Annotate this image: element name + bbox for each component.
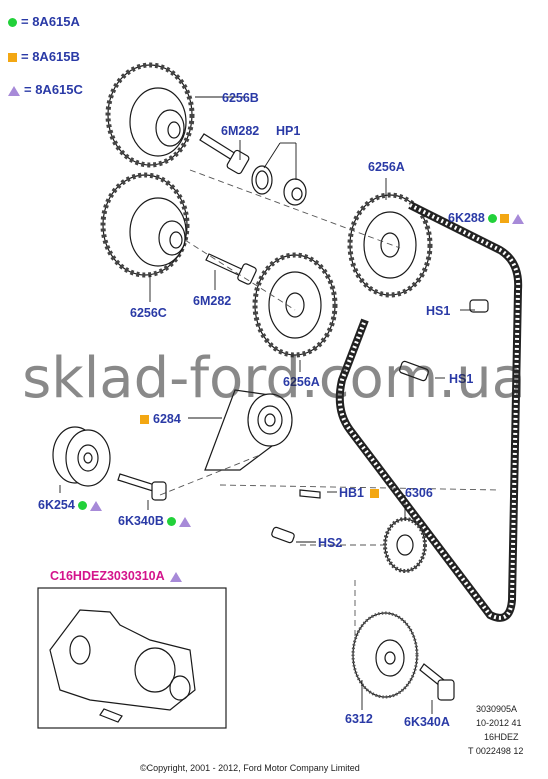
crankshaft-sprocket-6306 [383,517,427,573]
purple-triangle-icon [169,571,182,582]
label-6k340b: 6K340B [118,514,191,528]
orange-square-icon [499,214,509,224]
crankshaft-pulley-6312 [351,611,419,699]
idler-pulley-6k254 [52,426,111,487]
orange-square-icon [8,53,17,63]
legend-8a615a: = 8A615A [8,14,80,29]
tensioner-6284 [204,389,293,471]
label-6284: 6284 [140,412,181,426]
label-6306: 6306 [405,486,433,500]
green-dot-icon [487,214,497,224]
timing-belt-6k288 [335,201,523,622]
purple-triangle-icon [8,85,20,96]
label-hs1-top: HS1 [426,304,451,318]
label-6k288: 6K288 [448,211,524,225]
legend-8a615c: = 8A615C [8,82,83,97]
purple-triangle-icon [178,516,191,527]
label-hb1: HB1 [339,486,380,500]
label-6256c: 6256C [130,306,167,320]
green-dot-icon [8,18,17,28]
label-hp1: HP1 [276,124,301,138]
green-dot-icon [77,501,87,511]
reference-line-2: 10-2012 41 [476,718,522,728]
label-6k340a: 6K340A [404,715,450,729]
orange-square-icon [370,489,380,499]
label-6312: 6312 [345,712,373,726]
purple-triangle-icon [89,500,102,511]
label-6k254: 6K254 [38,498,102,512]
label-6m282-top: 6M282 [221,124,260,138]
label-6m282-bottom: 6M282 [193,294,232,308]
label-6256b: 6256B [222,91,259,105]
bolt-6m282-top [199,133,250,175]
sprocket-6256a-mid [252,252,338,358]
camshaft-sprocket-6256b [105,62,195,168]
legend-8a615b: = 8A615B [8,49,80,64]
orange-square-icon [140,415,149,425]
copyright-text: ©Copyright, 2001 - 2012, Ford Motor Comp… [140,763,360,773]
label-hs2: HS2 [318,536,343,550]
reference-line-4: T 0022498 12 [468,746,524,756]
green-dot-icon [166,517,176,527]
reference-line-3: 16HDEZ [484,732,519,742]
purple-triangle-icon [511,213,524,224]
label-6256a-top: 6256A [368,160,405,174]
label-6256a-mid: 6256A [283,375,320,389]
label-hs1-mid: HS1 [449,372,474,386]
sprocket-6256a-top [347,192,433,298]
reference-line-1: 3030905A [476,704,518,714]
watermark: sklad-ford.com.ua [22,346,526,411]
label-c16hdez3030310a: C16HDEZ3030310A [50,569,182,583]
water-pump-inset [37,587,227,729]
camshaft-sprocket-6256c [100,172,190,278]
